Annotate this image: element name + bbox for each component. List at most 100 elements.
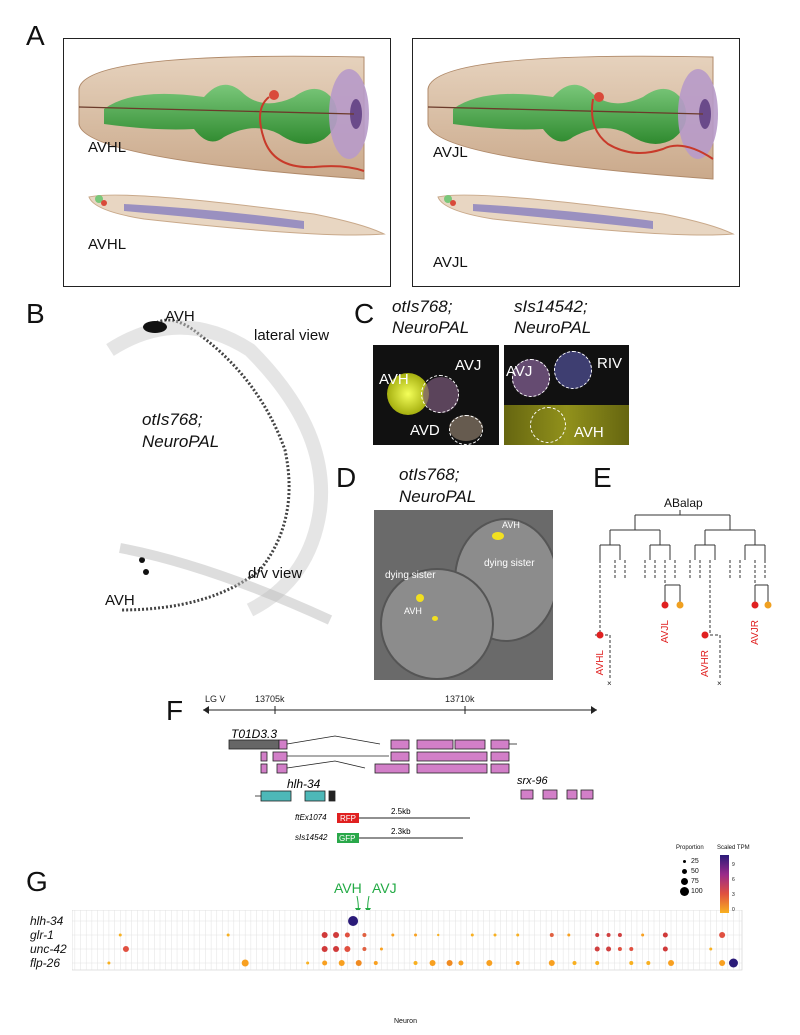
- g-dot: [437, 933, 440, 937]
- worm-illustration-avhl: [78, 55, 386, 236]
- c-left-title-1: otIs768;: [392, 297, 453, 316]
- panel-label-f: F: [166, 695, 184, 726]
- g-dot: [549, 933, 554, 937]
- c-left-avh: AVH: [379, 371, 409, 388]
- g-gene-0: hlh-34: [30, 914, 64, 928]
- e-dot-avhr: [701, 631, 709, 639]
- b-strain-2: NeuroPAL: [142, 432, 220, 451]
- b-avh-top: AVH: [165, 308, 195, 325]
- c-left-avj: AVJ: [455, 357, 482, 374]
- g-dot: [595, 933, 600, 937]
- c-left-title-2: NeuroPAL: [392, 318, 470, 337]
- g-gene-2: unc-42: [30, 942, 67, 956]
- g-annot-avj: AVJ: [372, 880, 397, 896]
- g-dot: [470, 933, 474, 937]
- g-dot: [446, 960, 453, 966]
- g-dot: [321, 932, 328, 938]
- b-strain-1: otIs768;: [142, 410, 203, 429]
- g-dot: [107, 961, 111, 965]
- panel-label-d: D: [336, 462, 357, 493]
- e-lineage-tree: × × AVHL AVJL AVHR AVJR: [595, 510, 772, 688]
- d-title-2: NeuroPAL: [399, 487, 477, 506]
- g-dot: [617, 933, 622, 937]
- c-right-title-2: NeuroPAL: [514, 318, 592, 337]
- b-dv-label: d/v view: [248, 565, 303, 582]
- panel-a-left-box: AVHL AVHL: [63, 38, 391, 287]
- g-dot: [322, 960, 328, 966]
- g-dot: [629, 947, 634, 951]
- panel-a-right-box: AVJL AVJL: [412, 38, 740, 287]
- f-construct-2: sIs14542: [295, 833, 328, 842]
- g-dot: [515, 961, 520, 965]
- panel-label-a: A: [26, 20, 45, 51]
- g-dot: [595, 961, 600, 965]
- e-root-label: ABalap: [664, 496, 703, 510]
- d-dying-right: dying sister: [484, 558, 535, 569]
- g-dot: [709, 947, 713, 951]
- g-dot: [606, 946, 612, 952]
- g-dot: [429, 960, 436, 966]
- f-chrom-label: LG V: [205, 694, 226, 704]
- g-dot: [118, 933, 122, 937]
- c-right-image: AVJ RIV AVH: [504, 345, 629, 445]
- g-dot: [333, 946, 340, 952]
- f-construct-1: ftEx1074: [295, 813, 327, 822]
- g-dot: [493, 933, 497, 937]
- g-dot: [413, 961, 418, 965]
- e-leaf-avhr: AVHR: [700, 650, 711, 677]
- e-dot-avjr: [751, 601, 759, 609]
- d-avh-top: AVH: [502, 520, 520, 530]
- panel-label-b: B: [26, 298, 45, 329]
- g-dot: [629, 961, 634, 965]
- g-dot: [306, 961, 310, 965]
- panel-b-micrograph: [106, 318, 333, 625]
- e-dot-avjr-sister: [764, 601, 772, 609]
- g-dot: [333, 932, 340, 938]
- avhl-top-label: AVHL: [88, 139, 127, 156]
- g-annot-avh: AVH: [334, 880, 362, 896]
- g-dot: [344, 932, 350, 938]
- e-dot-avjl-sister: [676, 601, 684, 609]
- b-lateral-label: lateral view: [254, 327, 330, 344]
- f-tick-1: 13705k: [255, 694, 285, 704]
- g-dot: [226, 933, 230, 937]
- g-dot: [719, 960, 726, 966]
- g-legend-prop: 25 50 75 100: [680, 856, 703, 896]
- g-dot: [548, 960, 555, 966]
- panel-label-c: C: [354, 298, 375, 329]
- f-gene-main: T01D3.3: [231, 727, 277, 741]
- g-dot: [567, 933, 571, 937]
- panel-label-e: E: [593, 462, 612, 493]
- avjl-top-label: AVJL: [433, 144, 468, 161]
- e-leaf-avjl: AVJL: [660, 620, 671, 644]
- c-right-avh: AVH: [574, 424, 604, 441]
- e-dot-avjl: [661, 601, 669, 609]
- f-gene-diagram: LG V 13705k 13710k T01D3.3 srx-96 hlh-34: [203, 694, 597, 843]
- g-dot: [606, 933, 611, 937]
- svg-text:×: ×: [717, 679, 722, 688]
- f-tick-2: 13710k: [445, 694, 475, 704]
- g-dot: [344, 946, 351, 952]
- g-dot: [662, 932, 668, 938]
- g-dot: [414, 933, 418, 937]
- f-tag-gfp: GFP: [339, 834, 355, 843]
- g-dot: [662, 946, 668, 952]
- e-leaf-avjr: AVJR: [750, 620, 761, 645]
- g-gene-1: glr-1: [30, 928, 54, 942]
- g-xlabel: Neuron: [394, 1018, 417, 1025]
- g-legend-prop-title: Proportion: [676, 845, 704, 851]
- f-len-2: 2.3kb: [391, 827, 411, 836]
- b-avh-bottom: AVH: [105, 592, 135, 609]
- c-right-title-1: sIs14542;: [514, 297, 588, 316]
- g-legend-colorbar: [720, 855, 729, 913]
- g-dot: [668, 960, 675, 966]
- g-dot: [362, 933, 367, 937]
- g-dot: [594, 946, 600, 952]
- e-dot-avhl: [596, 631, 604, 639]
- g-dot: [241, 959, 249, 967]
- avjl-bottom-label: AVJL: [433, 254, 468, 271]
- g-dot-plot: [72, 910, 743, 971]
- d-dying-left: dying sister: [385, 570, 436, 581]
- f-len-1: 2.5kb: [391, 807, 411, 816]
- g-dot: [719, 932, 726, 938]
